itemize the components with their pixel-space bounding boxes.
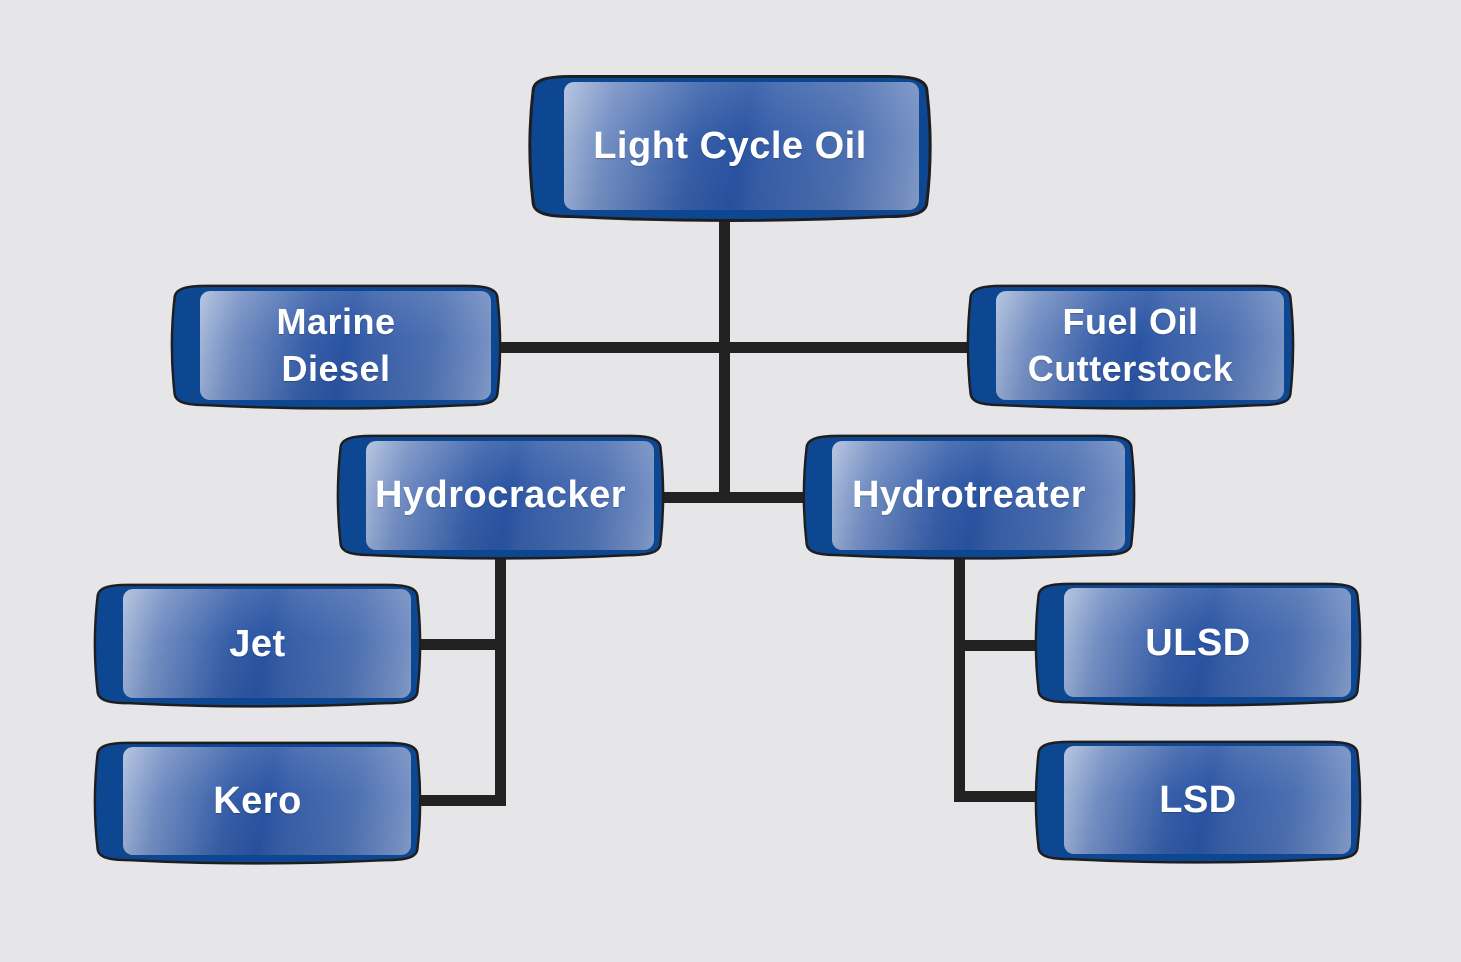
node-label: Kero <box>95 740 420 863</box>
connector-lco-vertical <box>719 216 730 503</box>
node-label-text: LSD <box>1159 779 1237 822</box>
node-fuel-oil-cutterstock: Fuel Oil Cutterstock <box>966 283 1295 410</box>
node-label-text: Hydrocracker <box>374 474 627 517</box>
node-label-line2: Diesel <box>281 347 391 389</box>
gloss-panel <box>995 290 1284 400</box>
gloss-panel <box>122 747 411 856</box>
connector-jet-stub <box>412 639 506 650</box>
node-light-cycle-oil: Light Cycle Oil <box>528 73 932 222</box>
gloss-panel <box>199 290 491 400</box>
node-label-line2: Cutterstock <box>1027 347 1234 389</box>
node-label: Jet <box>95 582 420 706</box>
node-label: Hydrocracker <box>338 433 663 558</box>
gloss-panel <box>832 440 1125 550</box>
node-label-text: ULSD <box>1145 621 1251 664</box>
node-lsd: LSD <box>1034 739 1362 864</box>
node-label-text: Jet <box>229 622 286 665</box>
connector-ulsd-stub <box>954 640 1042 651</box>
gloss-panel <box>1063 746 1351 855</box>
node-ulsd: ULSD <box>1034 581 1362 707</box>
connector-hydrocracker-hydrotreater <box>658 492 808 503</box>
connector-hydrocracker-vertical <box>495 552 506 806</box>
connector-lsd-stub <box>954 791 1042 802</box>
node-label-text: Kero <box>213 780 302 823</box>
connector-kero-stub <box>412 795 506 806</box>
node-label-line1: Fuel Oil <box>1062 301 1199 343</box>
node-label: ULSD <box>1036 581 1360 705</box>
connector-marine-fueloil <box>495 342 973 353</box>
node-label-line1: Marine <box>276 301 396 343</box>
node-label-text: Light Cycle Oil <box>593 125 867 168</box>
node-label: Hydrotreater <box>804 433 1134 558</box>
node-jet: Jet <box>93 582 422 708</box>
node-kero: Kero <box>93 740 422 865</box>
gloss-panel <box>365 440 654 550</box>
node-label-text: Hydrotreater <box>851 474 1087 517</box>
gloss-panel <box>1063 588 1351 697</box>
gloss-panel <box>564 81 919 211</box>
node-marine-diesel: Marine Diesel <box>170 283 502 410</box>
connector-hydrotreater-vertical <box>954 552 965 802</box>
node-label: LSD <box>1036 739 1360 862</box>
gloss-panel <box>122 589 411 698</box>
node-label: Fuel Oil Cutterstock <box>968 283 1293 408</box>
node-hydrotreater: Hydrotreater <box>802 433 1136 560</box>
node-hydrocracker: Hydrocracker <box>336 433 665 560</box>
node-label: Light Cycle Oil <box>530 73 930 220</box>
node-label: Marine Diesel <box>172 283 500 408</box>
